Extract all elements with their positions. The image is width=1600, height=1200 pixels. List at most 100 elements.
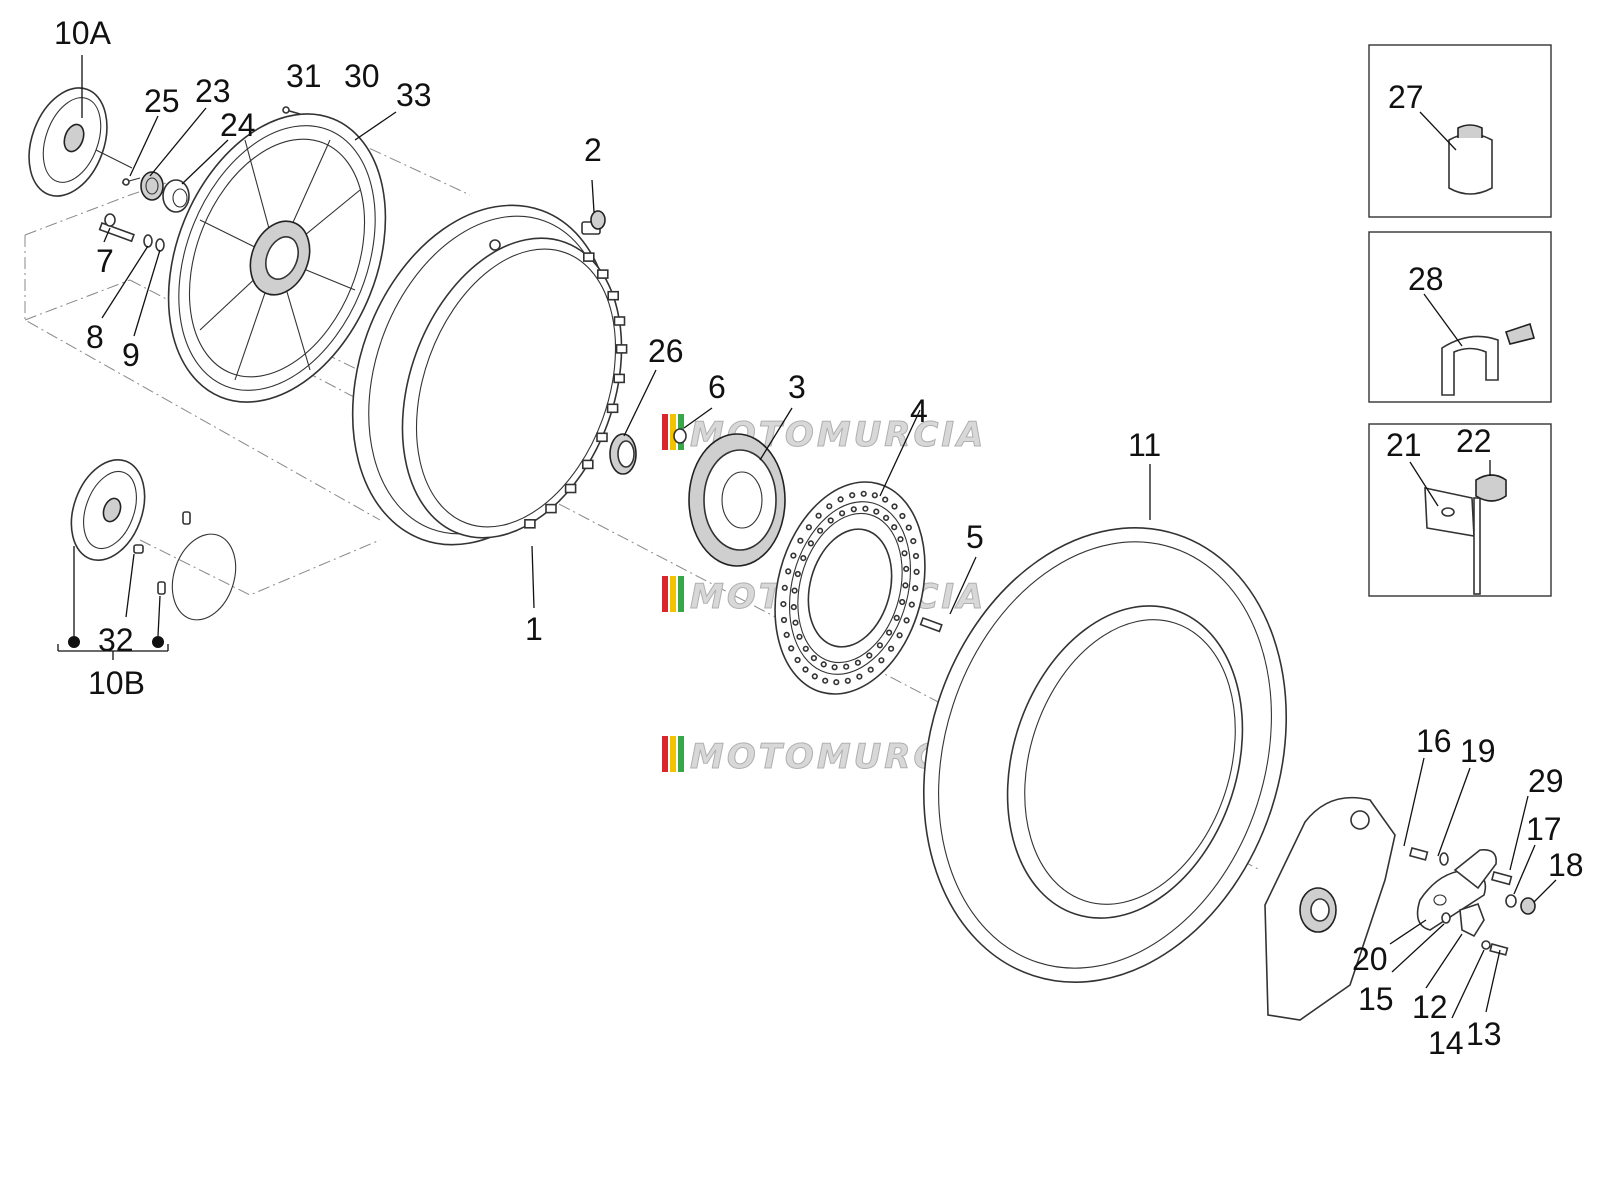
split-pin-25 [121,177,141,186]
disc-hole [871,492,878,499]
nut-6 [673,428,687,444]
disc-hole [811,673,818,680]
label-2: 2 [584,132,602,168]
label-13: 13 [1466,1016,1502,1052]
disc-hole [785,568,792,575]
brake-disc-4 [774,481,926,695]
disc-hole [783,631,790,639]
disc-hole [873,508,880,515]
disc-hole [878,657,885,664]
seal-26 [609,433,637,475]
disc-hole [893,614,900,622]
disc-hole [797,537,804,544]
tyre-11 [922,527,1288,983]
label-21: 21 [1386,427,1422,463]
disc-hole [794,570,801,578]
disc-hole [912,585,919,592]
washer-8 [143,234,153,248]
disc-hole [913,568,920,576]
disc-hole [854,659,862,666]
label-17: 17 [1526,811,1562,847]
label-12: 12 [1412,989,1448,1025]
label-30: 30 [344,58,380,94]
disc-hole [802,645,809,652]
rim-1 [351,204,628,546]
disc-hole [815,512,822,519]
rim-nipple [545,503,557,514]
disc-hole [807,540,815,547]
label-16: 16 [1416,723,1452,759]
hub-cap-10b [70,458,146,562]
disc-hole [882,496,889,503]
spacer-24 [162,179,190,213]
rim-nipple [613,316,626,326]
disc-hole [856,673,863,680]
disc-hole [903,565,910,573]
wheel-cover-33 [167,113,387,403]
leader-lines [81,55,1557,1019]
disc-hole [827,517,834,524]
disc-hole [780,600,787,608]
label-19: 19 [1460,733,1496,769]
disc-hole [901,550,908,557]
disc-hole [781,584,788,591]
disc-hole [862,505,869,512]
label-29: 29 [1528,763,1564,799]
rim-nipple [524,518,536,529]
screw-13 [1489,943,1509,956]
rim-nipple [613,373,626,384]
screw-16 [1408,847,1429,861]
disc-hole [838,510,846,517]
nut-18 [1520,897,1536,915]
disc-hole [780,616,788,624]
disc-hole [891,524,898,531]
disc-hole [850,506,857,513]
disc-hole [885,629,893,636]
rim-nipple [582,252,595,262]
disc-hole [792,619,799,626]
valve-2 [581,210,606,235]
disc-hole [791,587,798,594]
sensor-12 [1459,902,1485,938]
disc-hole [800,554,807,562]
disc-hole [910,537,917,545]
label-3: 3 [788,369,806,405]
disc-hole [788,645,795,652]
label-20: 20 [1352,941,1388,977]
washer-17 [1505,894,1517,908]
disc-hole [849,492,856,499]
disc-hole [790,552,797,559]
label-5: 5 [966,519,984,555]
washer-15 [1441,912,1451,924]
label-8: 8 [86,319,104,355]
disc-hole [866,652,873,659]
disc-hole [810,654,818,662]
label-4: 4 [910,393,928,429]
kit-10b-bracket [57,546,169,660]
part-labels: 10A 25 23 24 31 30 33 2 7 8 9 26 6 3 4 5… [54,15,1584,1061]
caliper-support [1264,796,1396,1021]
washer-14 [1481,940,1491,950]
disc-hole [826,503,833,510]
washer-9 [155,238,165,252]
rim-nipple [615,344,628,354]
rim-nipple [606,403,619,414]
disc-hole [822,677,829,684]
label-14: 14 [1428,1025,1464,1061]
label-27: 27 [1388,79,1424,115]
rim-nipple [596,269,609,279]
disc-hole [897,536,904,543]
plate-19 [1453,848,1497,890]
disc-hole [867,666,874,673]
disc-hole [837,496,844,503]
hub-cap-10a [28,87,133,197]
disc-hole [887,645,895,652]
rim-nipple [596,432,608,443]
washer-16b [1439,852,1449,866]
label-24: 24 [220,107,256,143]
label-22: 22 [1456,423,1492,459]
label-10a: 10A [54,15,112,51]
label-23: 23 [195,73,231,109]
disc-hole [796,633,803,640]
disc-hole [790,603,797,611]
